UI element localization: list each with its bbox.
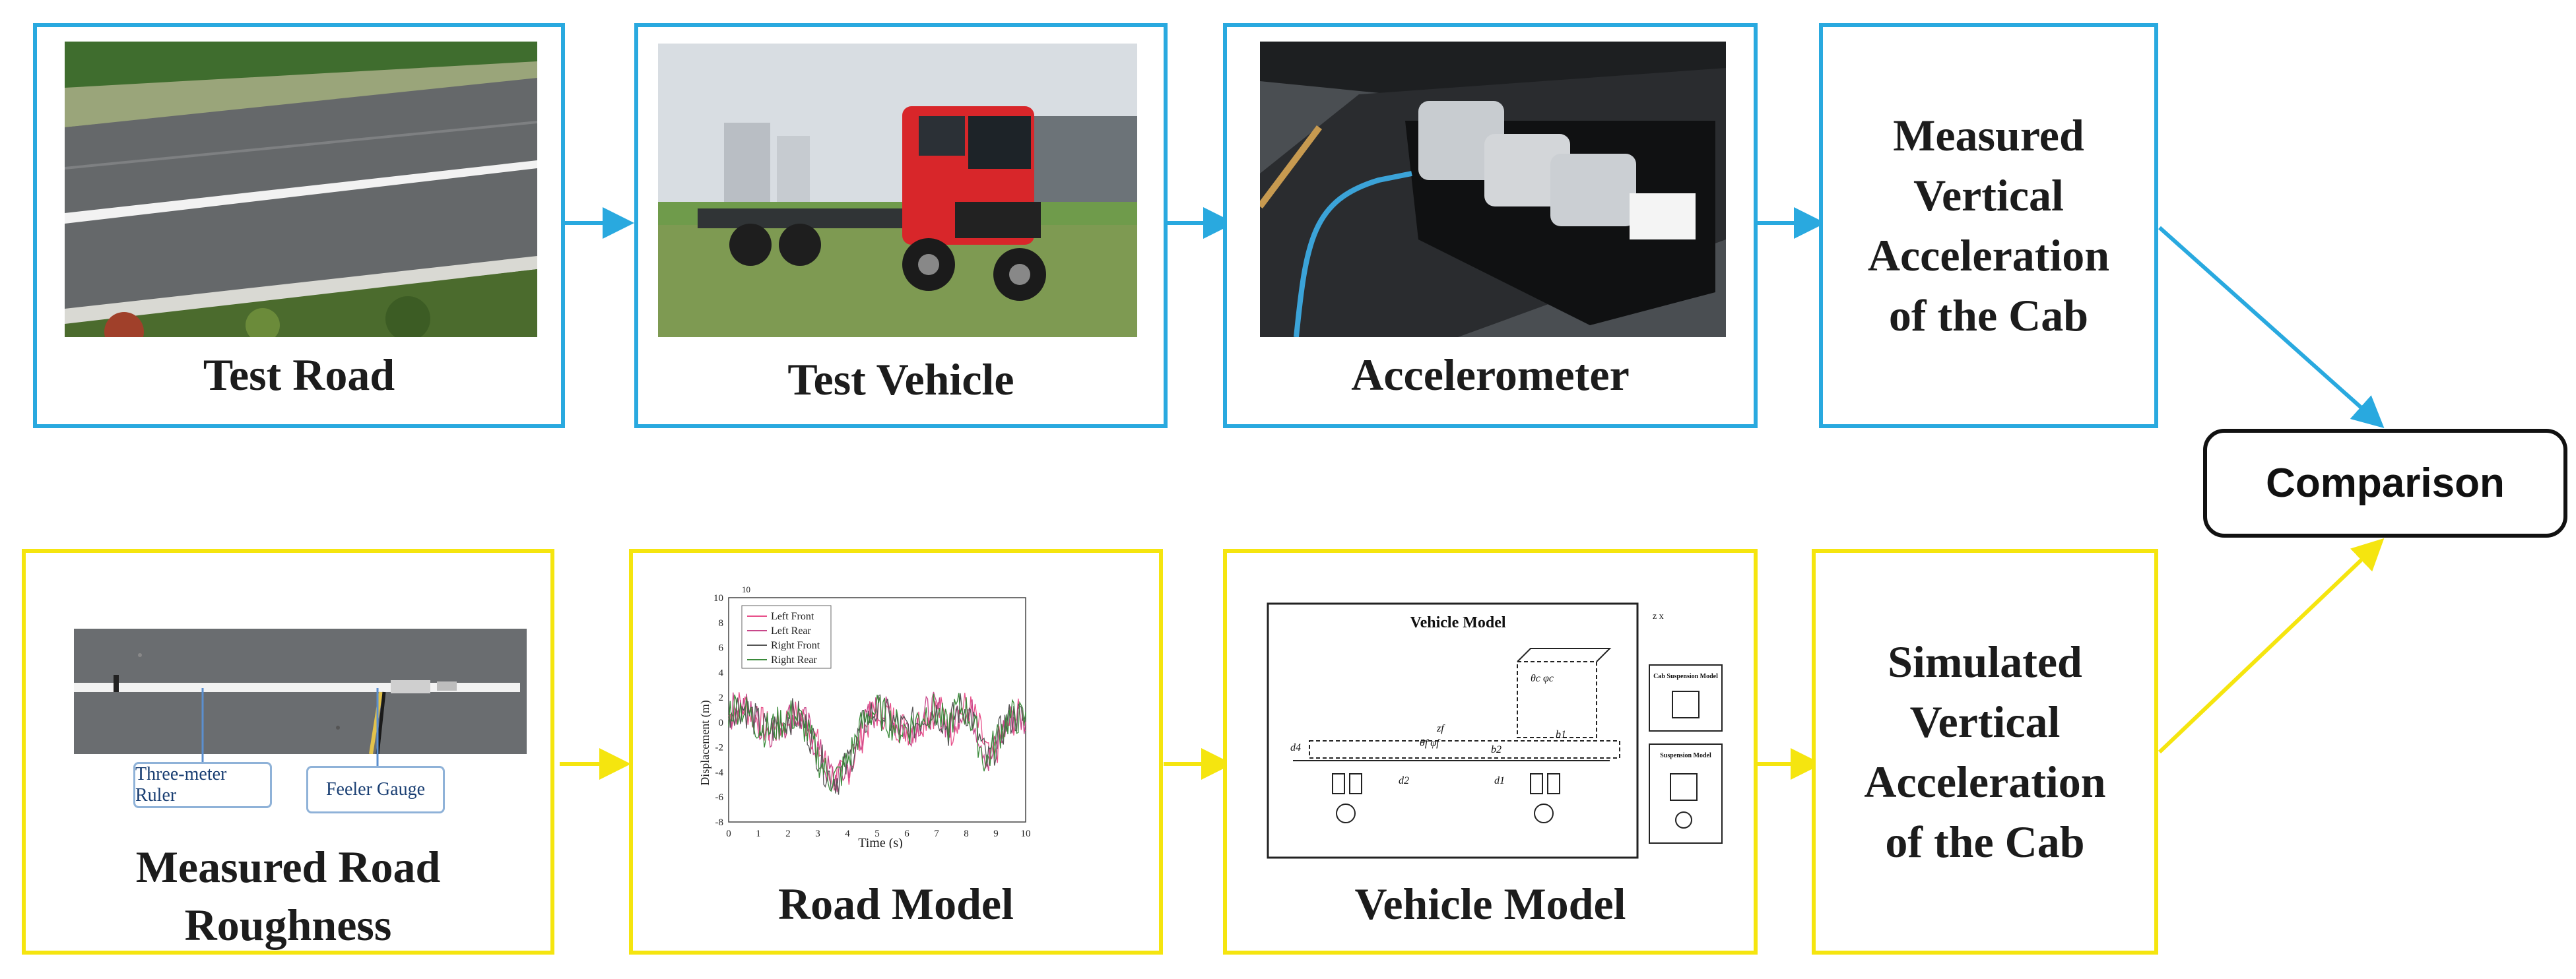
- road-x-tick: 0: [726, 829, 731, 839]
- vehicle-model-caption: Vehicle Model: [1354, 879, 1626, 929]
- measured-line-4: of the Cab: [1888, 290, 2089, 340]
- feeler-gauge-label: Feeler Gauge: [306, 766, 445, 813]
- svg-text:d2: d2: [1399, 775, 1409, 786]
- road-x-tick: 4: [845, 829, 850, 839]
- road-y-tick: 8: [719, 618, 724, 629]
- simulated-line-2: Vertical: [1909, 696, 2061, 747]
- svg-text:θf φf: θf φf: [1420, 738, 1441, 749]
- simulated-line-1: Simulated: [1888, 636, 2082, 687]
- comparison-box: Comparison: [2203, 429, 2567, 538]
- three-meter-ruler-label: Three-meter Ruler: [133, 762, 272, 808]
- measured-line-2: Vertical: [1913, 170, 2064, 220]
- test-vehicle-box: Test Vehicle: [634, 23, 1168, 428]
- measured-roughness-box: Three-meter Ruler Feeler Gauge Measured …: [22, 549, 554, 955]
- vehicle-model-box: Vehicle Model θc φc zf θf φf d4 d2 d1 b2…: [1223, 549, 1758, 955]
- road-y-tick: 6: [719, 643, 724, 654]
- test-vehicle-photo: [658, 44, 1137, 337]
- simulated-line-3: Acceleration: [1864, 756, 2106, 807]
- road-x-tick: 7: [934, 829, 939, 839]
- road-x-tick: 5: [875, 829, 880, 839]
- road-series-line-3: [728, 693, 1026, 792]
- accelerometer-photo: [1260, 42, 1726, 337]
- road-legend-label: Right Front: [771, 640, 820, 651]
- road-x-tick: 3: [815, 829, 820, 839]
- road-y-tick: -6: [715, 792, 724, 803]
- measured-line-1: Measured: [1893, 110, 2084, 160]
- road-legend-label: Right Rear: [771, 654, 817, 666]
- measured-acceleration-box: Measured Vertical Acceleration of the Ca…: [1819, 23, 2158, 428]
- test-road-box: Test Road: [33, 23, 565, 428]
- simulated-acceleration-box: Simulated Vertical Acceleration of the C…: [1812, 549, 2158, 955]
- roughness-caption-line-2: Roughness: [184, 900, 392, 950]
- comparison-label: Comparison: [2266, 460, 2505, 506]
- road-y-tick: 2: [719, 693, 724, 703]
- road-y-tick: 4: [719, 668, 724, 678]
- svg-text:zf: zf: [1436, 723, 1445, 734]
- roughness-photo: [74, 629, 527, 754]
- arrow-measured-to-comparison: [2158, 226, 2385, 428]
- road-model-caption: Road Model: [778, 879, 1014, 929]
- test-vehicle-caption: Test Vehicle: [787, 354, 1014, 404]
- vm-susp-panel-title: Suspension Model: [1660, 752, 1711, 759]
- vm-title: Vehicle Model: [1410, 614, 1505, 631]
- roughness-callout-lines: [201, 688, 379, 766]
- road-chart-ylabel: Displacement (m): [698, 700, 712, 785]
- road-model-chart: 0 1 2 3 4 5 6 7 8 9 10 10 8 6 4 2 0 -2 -4 -6 -8 Left FrontLe…: [698, 584, 1031, 848]
- vm-cab-panel-title: Cab Suspension Model: [1653, 673, 1718, 680]
- road-y-tick: 10: [713, 593, 723, 604]
- road-x-tick: 10: [1021, 829, 1031, 839]
- vehicle-model-diagram: Vehicle Model θc φc zf θf φf d4 d2 d1 b2…: [1267, 602, 1723, 859]
- road-y-tick: -2: [715, 743, 724, 753]
- road-y-tick: -4: [715, 767, 724, 778]
- measured-line-3: Acceleration: [1867, 230, 2110, 280]
- test-road-photo: [65, 42, 537, 337]
- simulated-line-4: of the Cab: [1885, 816, 2085, 867]
- svg-text:z x: z x: [1653, 612, 1664, 621]
- road-y-tick: 0: [719, 718, 724, 728]
- road-x-tick: 9: [993, 829, 999, 839]
- road-chart-legend: [741, 605, 832, 669]
- road-legend-label: Left Rear: [771, 625, 812, 637]
- road-chart-xlabel: Time (s): [858, 836, 903, 848]
- road-x-tick: 8: [964, 829, 969, 839]
- road-y-tick: -8: [715, 817, 724, 828]
- road-x-tick: 1: [756, 829, 761, 839]
- svg-text:θc φc: θc φc: [1531, 673, 1554, 684]
- accelerometer-box: Accelerometer: [1223, 23, 1758, 428]
- arrow-simulated-to-comparison: [2158, 538, 2385, 754]
- svg-text:b2: b2: [1491, 744, 1502, 755]
- svg-text:d1: d1: [1494, 775, 1505, 786]
- road-x-tick: 2: [785, 829, 791, 839]
- road-chart-exponent: 10: [742, 584, 750, 594]
- road-x-tick: 6: [904, 829, 909, 839]
- road-legend-label: Left Front: [771, 611, 814, 622]
- svg-text:b1: b1: [1556, 729, 1566, 740]
- roughness-caption-line-1: Measured Road: [135, 842, 441, 892]
- test-road-caption: Test Road: [203, 350, 395, 400]
- svg-text:d4: d4: [1290, 742, 1301, 753]
- accelerometer-caption: Accelerometer: [1351, 350, 1630, 400]
